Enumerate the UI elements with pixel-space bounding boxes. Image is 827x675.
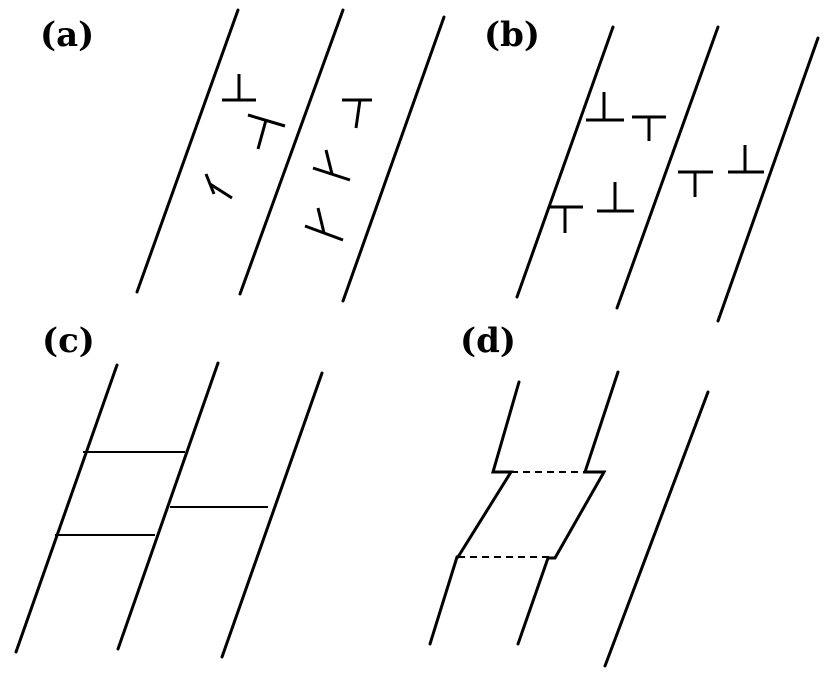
panel-a-boundary-1 <box>135 8 240 294</box>
panel-d: (d) <box>428 321 710 668</box>
dislocation-symbol <box>548 205 583 233</box>
panel-b-boundary-3 <box>716 36 820 323</box>
panel-a-boundary-3 <box>341 15 446 303</box>
panel-a-label: (a) <box>40 15 94 55</box>
panel-b-boundary-1 <box>515 25 615 299</box>
panel-c: (c) <box>14 321 324 659</box>
panel-c-boundary-2 <box>116 361 220 651</box>
dislocation-symbol <box>304 207 344 242</box>
dislocation-symbol <box>204 173 233 200</box>
panel-c-boundary-1 <box>14 363 119 654</box>
dislocation-symbol <box>597 182 634 213</box>
dislocation-symbol <box>222 74 256 102</box>
panel-b: (b) <box>484 15 820 323</box>
dislocation-symbol <box>247 113 286 150</box>
panel-d-label: (d) <box>460 321 516 361</box>
panel-b-label: (b) <box>484 15 540 55</box>
dislocation-symbol <box>312 149 351 182</box>
dislocation-symbol <box>728 145 764 174</box>
panel-a-boundary-2 <box>238 8 345 296</box>
panel-b-boundary-2 <box>615 25 720 310</box>
panel-c-label: (c) <box>42 321 95 361</box>
panel-c-boundary-3 <box>220 371 324 659</box>
dislocation-symbol <box>678 170 713 197</box>
dislocation-symbol <box>342 98 372 129</box>
panel-d-kinked-boundary-1 <box>428 380 521 646</box>
panel-d-boundary-3 <box>603 390 710 668</box>
panel-a: (a) <box>40 8 446 303</box>
panel-d-kinked-boundary-2 <box>516 370 620 646</box>
dislocation-symbol <box>632 115 666 141</box>
dislocation-symbol <box>586 92 624 122</box>
